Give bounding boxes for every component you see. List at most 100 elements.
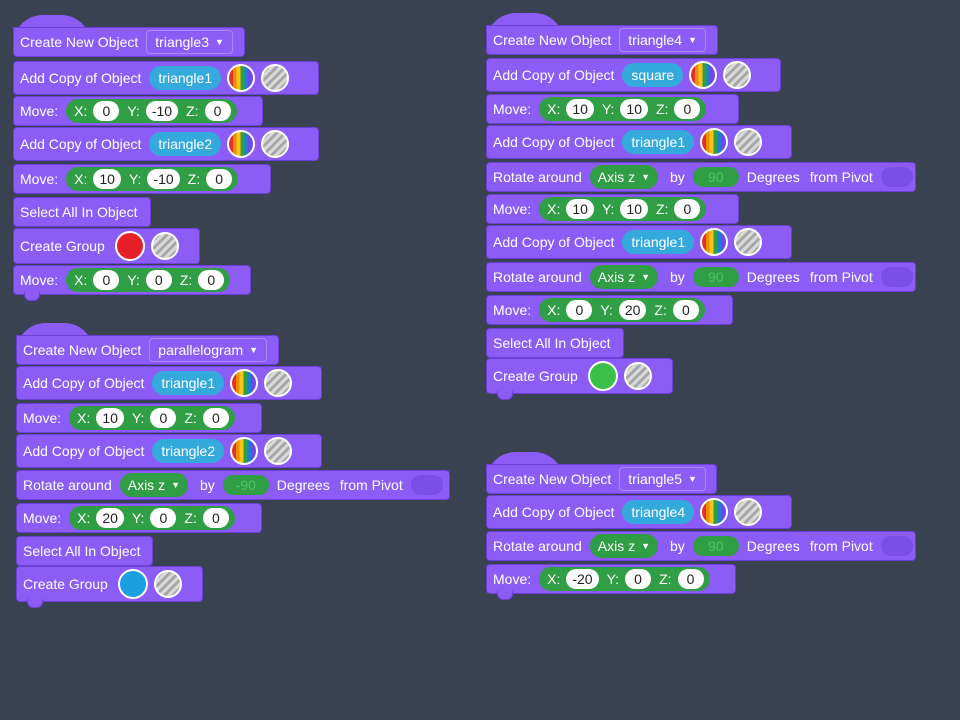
move-block[interactable]: Move: X:10 Y:0 Z:0 bbox=[16, 403, 262, 433]
object-reporter[interactable]: triangle1 bbox=[152, 371, 225, 395]
pivot-slot[interactable] bbox=[880, 267, 913, 287]
x-input[interactable]: -20 bbox=[566, 569, 599, 589]
object-reporter[interactable]: square bbox=[622, 63, 684, 87]
transparent-swatch-icon[interactable] bbox=[150, 232, 179, 260]
create-group-block[interactable]: Create Group bbox=[16, 566, 203, 608]
z-input[interactable]: 0 bbox=[206, 169, 233, 189]
rainbow-color-swatch-icon[interactable] bbox=[230, 369, 259, 397]
pivot-slot[interactable] bbox=[880, 536, 913, 556]
add-copy-block[interactable]: Add Copy of Object triangle4 bbox=[486, 495, 792, 529]
rainbow-color-swatch-icon[interactable] bbox=[227, 64, 256, 92]
add-copy-block[interactable]: Add Copy of Object square bbox=[486, 58, 781, 92]
transparent-swatch-icon[interactable] bbox=[723, 61, 752, 89]
transparent-swatch-icon[interactable] bbox=[734, 228, 763, 256]
object-name-dropdown[interactable]: triangle3▼ bbox=[146, 30, 233, 54]
green-color-swatch-icon[interactable] bbox=[587, 361, 618, 391]
z-input[interactable]: 0 bbox=[674, 199, 701, 219]
object-reporter[interactable]: triangle2 bbox=[149, 132, 222, 156]
rainbow-color-swatch-icon[interactable] bbox=[689, 61, 718, 89]
y-input[interactable]: 0 bbox=[625, 569, 652, 589]
object-reporter[interactable]: triangle1 bbox=[622, 130, 695, 154]
transparent-swatch-icon[interactable] bbox=[264, 369, 293, 397]
degrees-input[interactable]: 90 bbox=[692, 267, 739, 287]
object-reporter[interactable]: triangle4 bbox=[622, 500, 695, 524]
y-input[interactable]: 0 bbox=[145, 270, 172, 290]
create-new-object-block[interactable]: Create New Object triangle3▼ bbox=[13, 27, 245, 57]
transparent-swatch-icon[interactable] bbox=[734, 498, 763, 526]
create-new-object-block[interactable]: Create New Object triangle5▼ bbox=[486, 464, 717, 494]
select-all-block[interactable]: Select All In Object bbox=[486, 328, 624, 358]
y-input[interactable]: 0 bbox=[150, 408, 177, 428]
x-input[interactable]: 10 bbox=[96, 408, 124, 428]
select-all-block[interactable]: Select All In Object bbox=[16, 536, 153, 566]
y-input[interactable]: -10 bbox=[147, 169, 180, 189]
x-input[interactable]: 0 bbox=[93, 270, 120, 290]
rainbow-color-swatch-icon[interactable] bbox=[227, 130, 256, 158]
create-new-object-block[interactable]: Create New Object triangle4▼ bbox=[486, 25, 718, 55]
x-input[interactable]: 0 bbox=[566, 300, 593, 320]
object-reporter[interactable]: triangle1 bbox=[149, 66, 222, 90]
rotate-block[interactable]: Rotate around Axis z▼ by 90 Degrees from… bbox=[486, 162, 916, 192]
z-input[interactable]: 0 bbox=[202, 508, 229, 528]
create-group-block[interactable]: Create Group bbox=[13, 228, 200, 264]
y-input[interactable]: 0 bbox=[150, 508, 177, 528]
rotate-block[interactable]: Rotate around Axis z▼ by -90 Degrees fro… bbox=[16, 470, 450, 500]
add-copy-block[interactable]: Add Copy of Object triangle2 bbox=[13, 127, 319, 161]
red-color-swatch-icon[interactable] bbox=[114, 231, 145, 261]
add-copy-block[interactable]: Add Copy of Object triangle1 bbox=[486, 125, 792, 159]
select-all-block[interactable]: Select All In Object bbox=[13, 197, 151, 227]
object-reporter[interactable]: triangle2 bbox=[152, 439, 225, 463]
add-copy-block[interactable]: Add Copy of Object triangle2 bbox=[16, 434, 322, 468]
object-name-dropdown[interactable]: parallelogram▼ bbox=[149, 338, 268, 362]
move-block[interactable]: Move: X:10 Y:-10 Z:0 bbox=[13, 164, 271, 194]
rainbow-color-swatch-icon[interactable] bbox=[700, 128, 729, 156]
degrees-input[interactable]: 90 bbox=[692, 167, 739, 187]
move-block[interactable]: Move: X:10 Y:10 Z:0 bbox=[486, 194, 739, 224]
x-input[interactable]: 20 bbox=[96, 508, 124, 528]
move-block[interactable]: Move: X:10 Y:10 Z:0 bbox=[486, 94, 739, 124]
axis-dropdown[interactable]: Axis z▼ bbox=[589, 165, 658, 189]
y-input[interactable]: 20 bbox=[618, 300, 647, 320]
pivot-slot[interactable] bbox=[410, 475, 443, 495]
z-input[interactable]: 0 bbox=[674, 99, 701, 119]
object-name-dropdown[interactable]: triangle5▼ bbox=[619, 467, 706, 491]
create-new-object-block[interactable]: Create New Object parallelogram▼ bbox=[16, 335, 279, 365]
rainbow-color-swatch-icon[interactable] bbox=[700, 228, 729, 256]
move-block[interactable]: Move: X:20 Y:0 Z:0 bbox=[16, 503, 262, 533]
rotate-block[interactable]: Rotate around Axis z▼ by 90 Degrees from… bbox=[486, 531, 916, 561]
transparent-swatch-icon[interactable] bbox=[261, 64, 290, 92]
add-copy-block[interactable]: Add Copy of Object triangle1 bbox=[16, 366, 322, 400]
create-group-block[interactable]: Create Group bbox=[486, 358, 673, 400]
x-input[interactable]: 10 bbox=[566, 99, 594, 119]
move-block[interactable]: Move: X:0 Y:0 Z:0 bbox=[13, 265, 251, 301]
rotate-block[interactable]: Rotate around Axis z▼ by 90 Degrees from… bbox=[486, 262, 916, 292]
x-input[interactable]: 10 bbox=[566, 199, 594, 219]
transparent-swatch-icon[interactable] bbox=[623, 362, 652, 390]
x-input[interactable]: 0 bbox=[93, 101, 120, 121]
object-name-dropdown[interactable]: triangle4▼ bbox=[619, 28, 706, 52]
transparent-swatch-icon[interactable] bbox=[261, 130, 290, 158]
degrees-input[interactable]: -90 bbox=[222, 475, 269, 495]
pivot-slot[interactable] bbox=[880, 167, 913, 187]
x-input[interactable]: 10 bbox=[93, 169, 121, 189]
transparent-swatch-icon[interactable] bbox=[264, 437, 293, 465]
move-block[interactable]: Move: X:0 Y:20 Z:0 bbox=[486, 295, 733, 325]
object-reporter[interactable]: triangle1 bbox=[622, 230, 695, 254]
z-input[interactable]: 0 bbox=[198, 270, 225, 290]
axis-dropdown[interactable]: Axis z▼ bbox=[589, 265, 658, 289]
y-input[interactable]: -10 bbox=[145, 101, 179, 121]
move-block[interactable]: Move: X:-20 Y:0 Z:0 bbox=[486, 564, 736, 600]
z-input[interactable]: 0 bbox=[204, 101, 231, 121]
rainbow-color-swatch-icon[interactable] bbox=[230, 437, 259, 465]
move-block[interactable]: Move: X:0 Y:-10 Z:0 bbox=[13, 96, 263, 126]
z-input[interactable]: 0 bbox=[677, 569, 704, 589]
add-copy-block[interactable]: Add Copy of Object triangle1 bbox=[486, 225, 792, 259]
add-copy-block[interactable]: Add Copy of Object triangle1 bbox=[13, 61, 319, 95]
axis-dropdown[interactable]: Axis z▼ bbox=[589, 534, 658, 558]
degrees-input[interactable]: 90 bbox=[692, 536, 739, 556]
z-input[interactable]: 0 bbox=[202, 408, 229, 428]
z-input[interactable]: 0 bbox=[672, 300, 699, 320]
axis-dropdown[interactable]: Axis z▼ bbox=[119, 473, 188, 497]
blue-color-swatch-icon[interactable] bbox=[117, 569, 148, 599]
y-input[interactable]: 10 bbox=[620, 99, 648, 119]
